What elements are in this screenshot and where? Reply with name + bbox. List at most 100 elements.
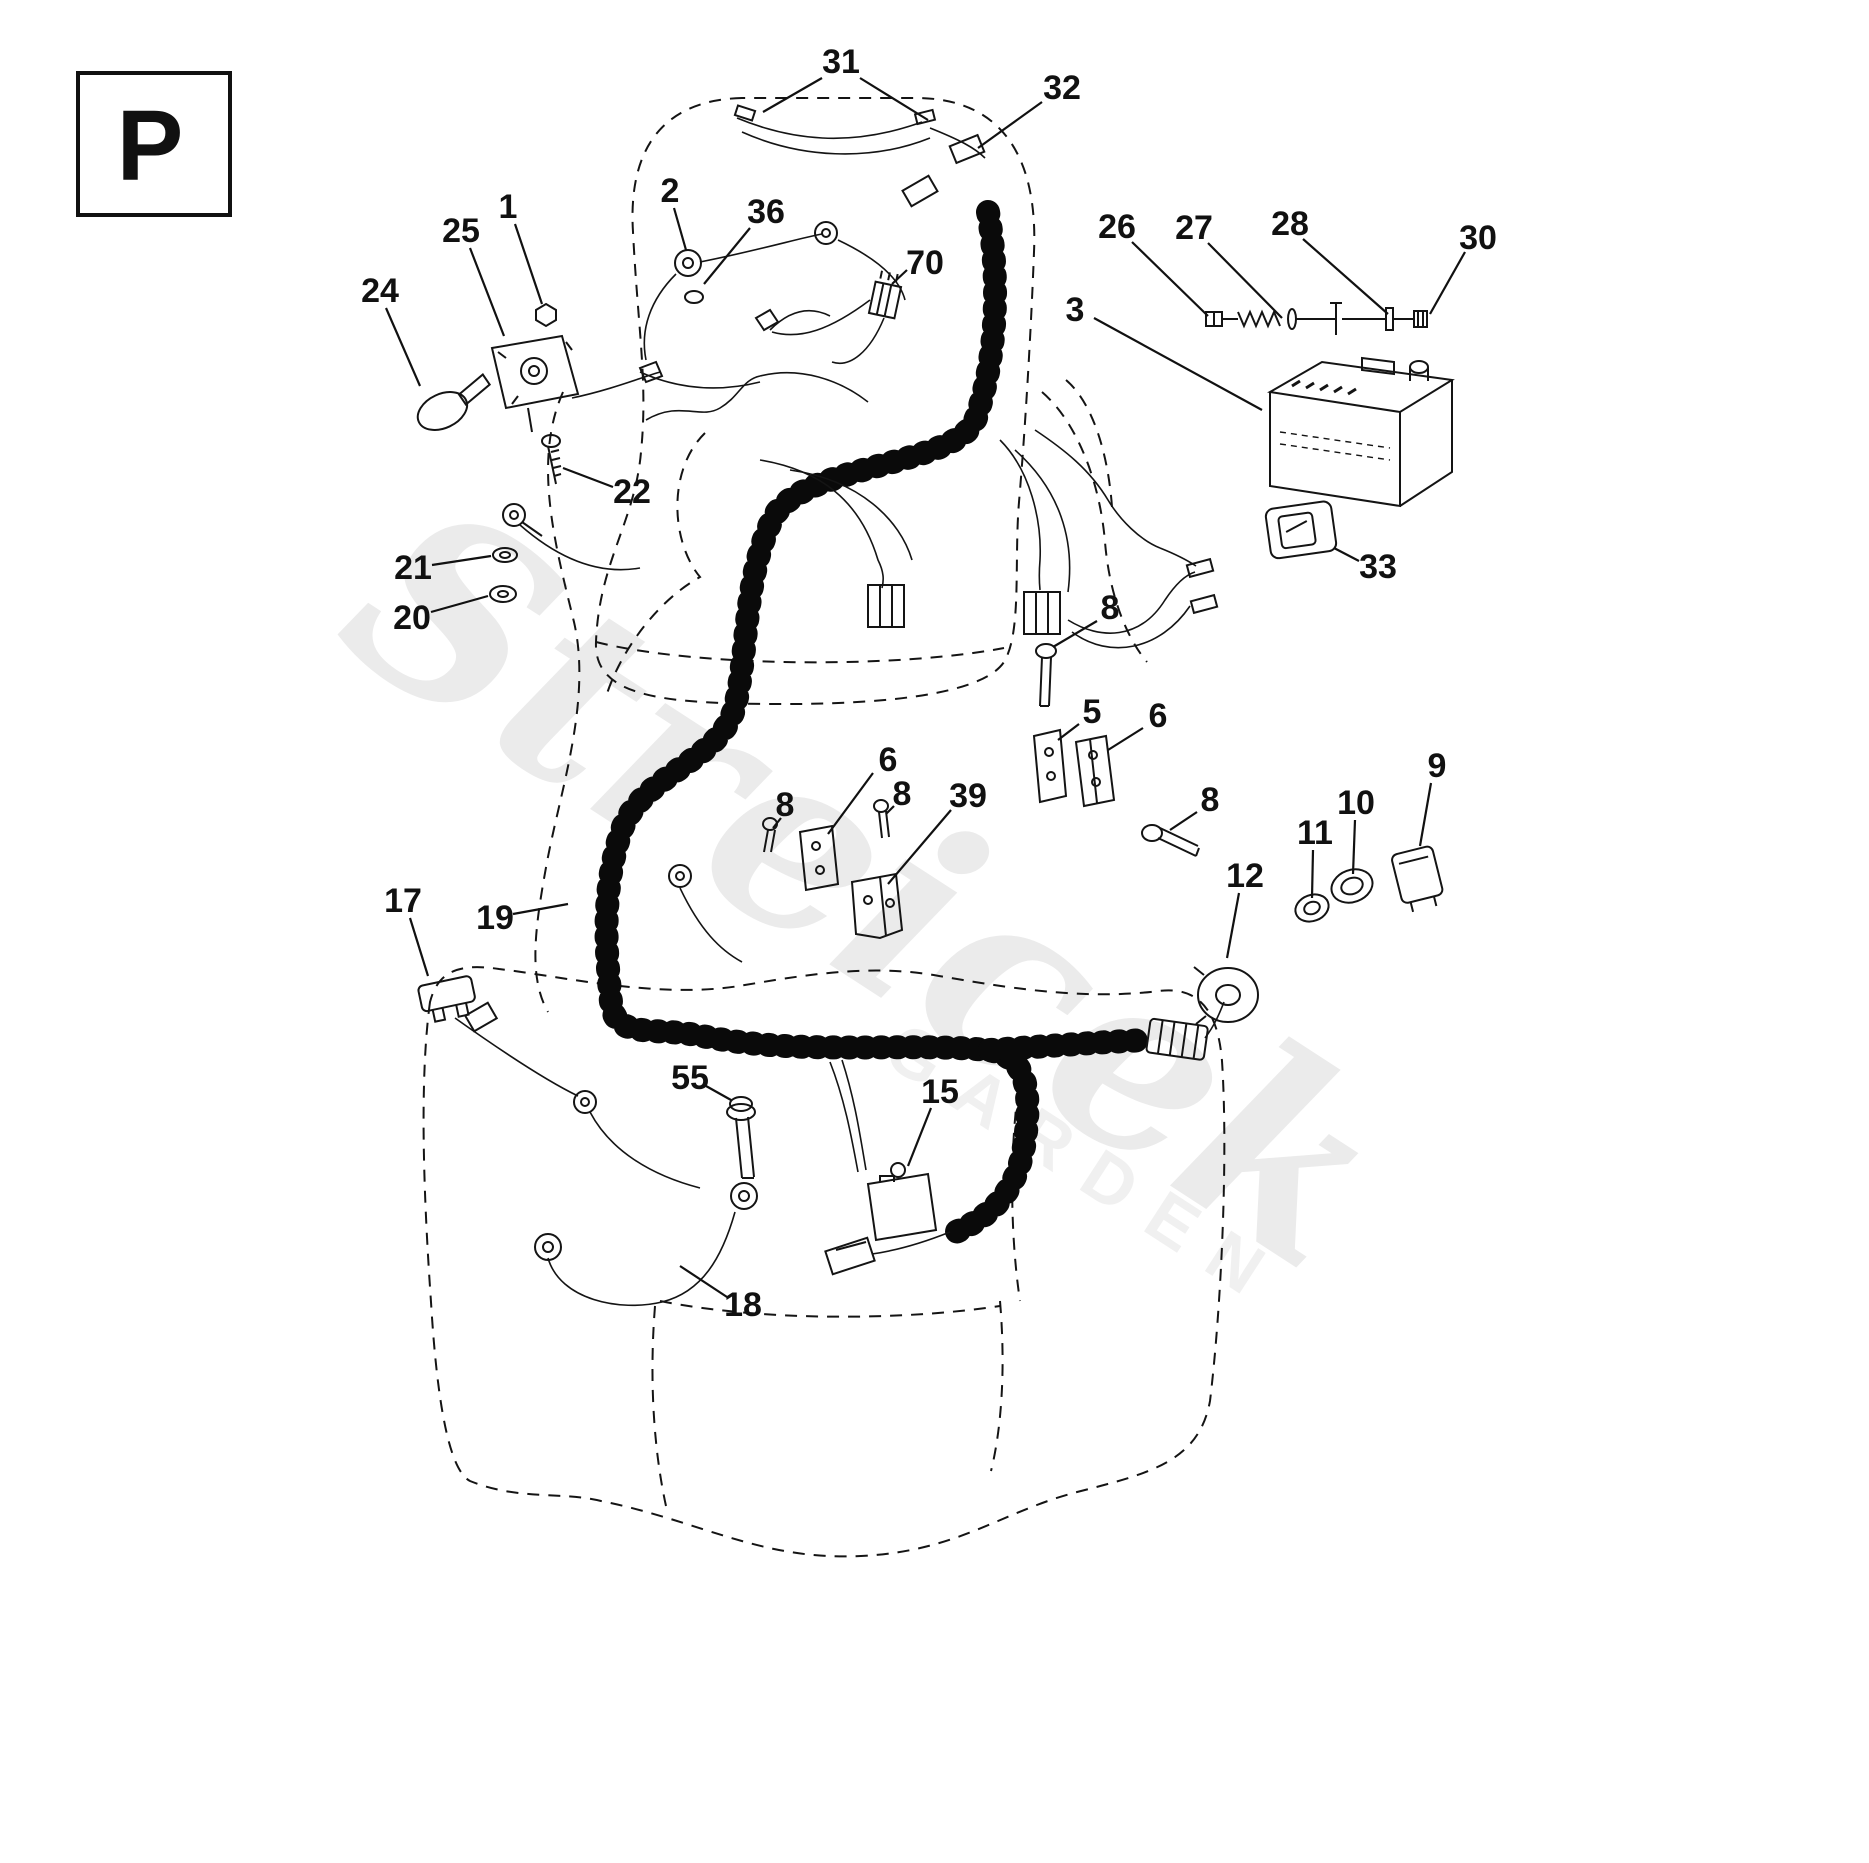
callout-leader-line bbox=[762, 77, 823, 113]
wire-keyswitch-2 bbox=[639, 371, 761, 389]
bracket-5 bbox=[1032, 728, 1068, 804]
ring-terminal-18 bbox=[534, 1233, 562, 1261]
wire-mid-2 bbox=[759, 372, 869, 403]
callout-label-22: 22 bbox=[613, 473, 651, 511]
switch-25-lead bbox=[527, 407, 533, 433]
section-label-frame bbox=[76, 71, 232, 217]
wire-mid-3 bbox=[769, 309, 831, 331]
wire-right-4 bbox=[1071, 605, 1191, 649]
switch-25-keyhole bbox=[528, 365, 540, 377]
callout-leader-line bbox=[672, 207, 688, 251]
washer-36 bbox=[684, 290, 704, 304]
callout-leader-line bbox=[1429, 251, 1466, 315]
ring-terminal-2 bbox=[674, 249, 702, 277]
switch-15-top bbox=[879, 1175, 895, 1182]
battery-holddown-hardware bbox=[1205, 302, 1428, 335]
bolt-55 bbox=[726, 1096, 756, 1179]
harness-connector-12-slots bbox=[1156, 1019, 1200, 1059]
callout-leader-line bbox=[1107, 727, 1144, 751]
bolt-8c-shaft bbox=[878, 810, 890, 839]
ring-terminal-18-hole bbox=[542, 1241, 554, 1253]
switch-25-plate bbox=[490, 334, 580, 410]
hex-bolt-26 bbox=[1205, 311, 1223, 327]
watermark: Streicek GARDEN bbox=[298, 443, 1436, 1325]
switch-25-tabs bbox=[497, 341, 573, 405]
switch-15-connector-slot bbox=[835, 1241, 867, 1251]
battery-front-face bbox=[1269, 392, 1401, 508]
wire-terminal-2c bbox=[643, 273, 677, 361]
battery-front-lines bbox=[1279, 431, 1391, 461]
bolt-8a bbox=[1035, 643, 1057, 707]
connector-70-slots bbox=[875, 283, 893, 317]
callout-leader-line bbox=[1351, 819, 1357, 875]
bullet-terminal-31b bbox=[913, 108, 937, 126]
washer-21-hole bbox=[499, 551, 511, 559]
dash-right-fender-2 bbox=[1065, 379, 1113, 508]
bracket-39-hole-1 bbox=[863, 895, 873, 905]
switch-15-body bbox=[866, 1172, 938, 1242]
ring-terminal-upper-hole bbox=[509, 510, 519, 520]
bracket-6a-hole-2 bbox=[1091, 777, 1101, 787]
wire-70b bbox=[831, 317, 885, 364]
dash-chassis-inner-left bbox=[651, 1305, 667, 1507]
wire-fuse-down bbox=[454, 1017, 579, 1097]
connector-block-left bbox=[867, 584, 905, 628]
callout-label-31: 31 bbox=[822, 43, 860, 81]
callout-label-17: 17 bbox=[384, 882, 422, 920]
fuse-17-body bbox=[417, 975, 476, 1013]
wire-terminal-2 bbox=[699, 233, 823, 263]
callout-leader-line bbox=[772, 817, 782, 829]
connector-32b bbox=[901, 174, 939, 208]
ignition-switch-tabs bbox=[1193, 966, 1207, 1025]
callout-label-39: 39 bbox=[949, 777, 987, 815]
switch-25 bbox=[490, 334, 580, 433]
ring-terminal-left-hole bbox=[580, 1097, 590, 1107]
nut-10-hole bbox=[1340, 876, 1364, 896]
wire-bottom-left bbox=[589, 1111, 701, 1189]
washer-27 bbox=[1287, 308, 1297, 330]
wire-to-connector-d bbox=[1014, 449, 1071, 593]
connector-32a bbox=[948, 133, 986, 165]
rubber-boot-24 bbox=[416, 373, 492, 431]
bracket-6b bbox=[798, 824, 840, 892]
battery-terminal-post bbox=[1409, 360, 1429, 374]
fuse-holder-connector bbox=[463, 1001, 499, 1033]
switch-25-barrel bbox=[520, 357, 548, 385]
bracket-6a-fold bbox=[1089, 738, 1098, 804]
bolt-8c-head bbox=[873, 799, 889, 813]
spring-27 bbox=[1237, 309, 1281, 329]
bolt-22-head bbox=[541, 434, 561, 448]
ring-terminal-2b-hole bbox=[821, 228, 831, 238]
callout-leader-line bbox=[562, 466, 614, 489]
small-connector-b bbox=[638, 360, 664, 384]
dash-right-fender-1 bbox=[1041, 391, 1148, 663]
callout-leader-line bbox=[891, 269, 908, 285]
ignition-area bbox=[1145, 845, 1444, 1061]
ring-terminal-upper-tail bbox=[521, 521, 543, 537]
wire-right-3 bbox=[1067, 571, 1196, 634]
ring-terminal-55 bbox=[730, 1182, 758, 1210]
wire-right-2 bbox=[1159, 547, 1197, 567]
callout-leader-line bbox=[513, 223, 544, 305]
key-switch-assembly bbox=[416, 302, 580, 603]
callout-label-20: 20 bbox=[393, 599, 431, 637]
callout-label-18: 18 bbox=[724, 1286, 762, 1324]
dash-chassis-outline bbox=[422, 966, 1226, 1558]
callout-label-36: 36 bbox=[747, 193, 785, 231]
bracket-5-hole-2 bbox=[1046, 771, 1056, 781]
clip-28 bbox=[1385, 307, 1394, 331]
connector-block-right bbox=[1023, 591, 1061, 635]
bracket-6b-hole-2 bbox=[815, 865, 825, 875]
callout-leader-line bbox=[906, 1107, 933, 1167]
dash-seat-back bbox=[604, 432, 706, 701]
connector-block-left-slots bbox=[879, 585, 893, 627]
washer-20-hole bbox=[497, 590, 509, 598]
callout-leader-line bbox=[1093, 317, 1263, 411]
rocker-switch-rocker bbox=[1277, 511, 1317, 550]
callout-leader-line bbox=[431, 554, 492, 567]
callout-label-8: 8 bbox=[1201, 781, 1220, 819]
dash-tower-lower-line bbox=[595, 641, 1005, 664]
